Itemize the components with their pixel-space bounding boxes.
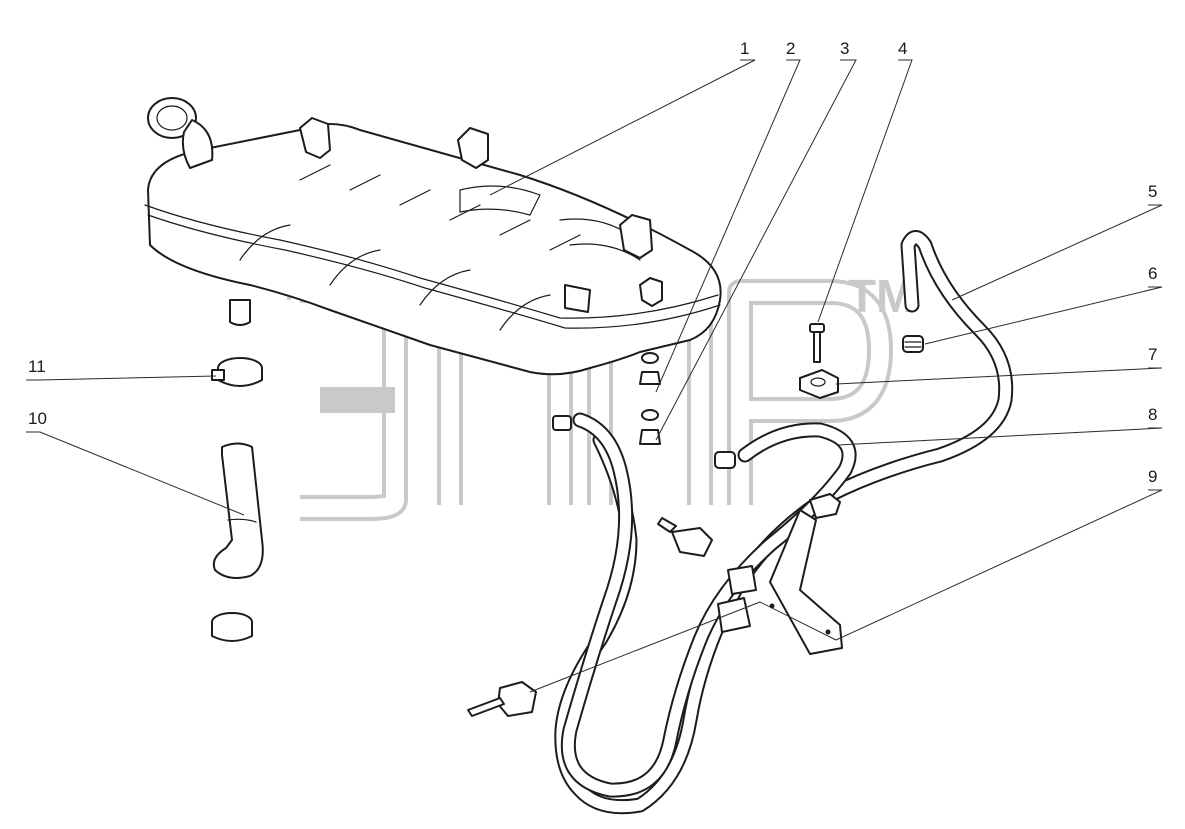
leader-3 bbox=[655, 59, 857, 441]
callout-11: 11 bbox=[28, 357, 46, 376]
leader-4 bbox=[817, 59, 913, 323]
grommet bbox=[902, 335, 924, 353]
callout-labels: 1 2 3 4 5 6 7 8 9 10 11 bbox=[28, 39, 1157, 486]
leader-9b bbox=[759, 601, 837, 641]
expansion-tank bbox=[144, 97, 722, 376]
hose-clip-middle bbox=[657, 493, 841, 557]
callout-9: 9 bbox=[1148, 467, 1157, 486]
mounting-bracket bbox=[717, 509, 843, 655]
leader-11 bbox=[26, 375, 217, 381]
hose-clamp-lower bbox=[211, 612, 253, 642]
hose-clamp-upper bbox=[211, 357, 263, 387]
leader-7 bbox=[835, 367, 1163, 385]
leader-9 bbox=[835, 489, 1163, 641]
leader-8 bbox=[837, 427, 1163, 446]
bolt bbox=[809, 323, 825, 363]
callout-8: 8 bbox=[1148, 405, 1157, 424]
callout-10: 10 bbox=[28, 409, 47, 428]
lower-elbow-hose bbox=[212, 442, 264, 579]
callout-6: 6 bbox=[1148, 264, 1157, 283]
washer-and-nuts bbox=[639, 352, 661, 445]
callout-3: 3 bbox=[840, 39, 849, 58]
leader-9c bbox=[529, 601, 761, 693]
callout-7: 7 bbox=[1148, 345, 1157, 364]
leader-5 bbox=[951, 204, 1163, 301]
callout-4: 4 bbox=[898, 39, 907, 58]
hose-clip-upper bbox=[799, 369, 839, 399]
leader-1 bbox=[489, 59, 756, 196]
hose-clip-lower bbox=[467, 681, 537, 717]
leader-lines bbox=[26, 59, 1163, 693]
leader-2 bbox=[655, 59, 801, 393]
callout-5: 5 bbox=[1148, 182, 1157, 201]
callout-1: 1 bbox=[740, 39, 749, 58]
callout-2: 2 bbox=[786, 39, 795, 58]
hose-coupling bbox=[552, 415, 736, 469]
leader-10 bbox=[26, 431, 245, 516]
leader-6 bbox=[924, 286, 1163, 345]
overflow-hose bbox=[560, 412, 857, 798]
